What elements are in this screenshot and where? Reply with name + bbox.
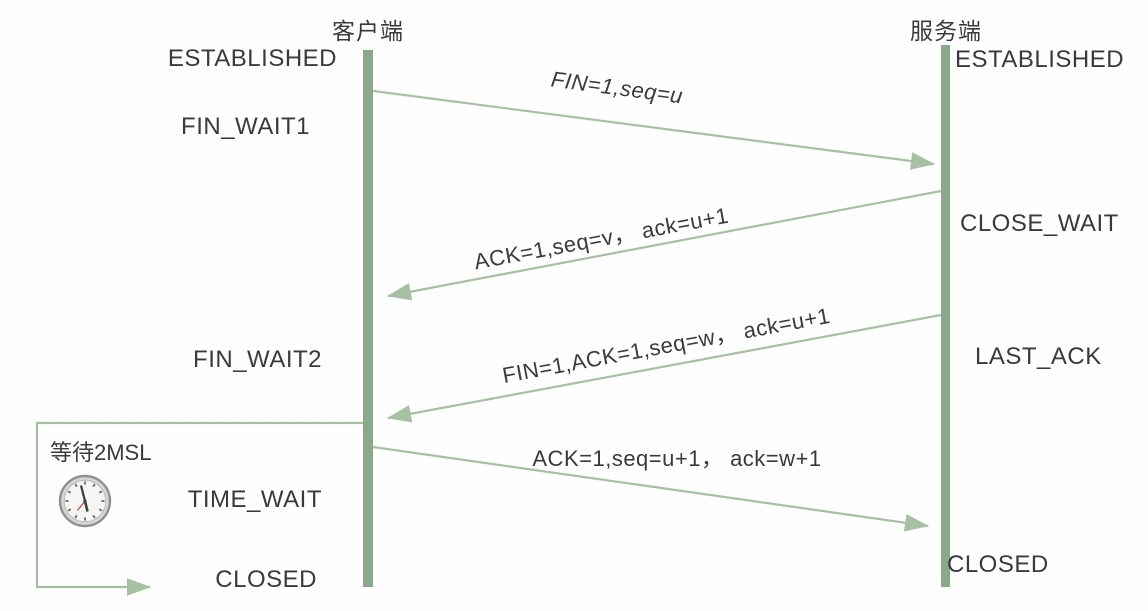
clock-second-hand xyxy=(76,500,86,511)
client-lifeline xyxy=(363,50,373,587)
final-ack-arrow xyxy=(372,445,930,532)
client-state-closed: CLOSED xyxy=(215,566,317,593)
fin-arrow xyxy=(372,89,936,170)
clock-minute-hand xyxy=(79,485,87,502)
ack-of-fin-arrow xyxy=(386,189,942,301)
wait-2msl-label: 等待2MSL xyxy=(50,440,152,465)
client-title: 客户端 xyxy=(332,18,404,44)
server-state-close-wait: CLOSE_WAIT xyxy=(960,210,1119,237)
clock-center-dot xyxy=(83,499,87,503)
clock-icon xyxy=(58,474,112,528)
server-state-closed: CLOSED xyxy=(947,551,1049,578)
clock-hour-hand xyxy=(83,500,89,512)
server-state-last-ack: LAST_ACK xyxy=(975,343,1102,370)
fin-ack-arrow xyxy=(386,313,942,423)
client-state-established: ESTABLISHED xyxy=(167,45,337,72)
server-title: 服务端 xyxy=(910,18,982,44)
wait-2msl-box-outline xyxy=(35,421,363,596)
client-state-fin-wait2: FIN_WAIT2 xyxy=(193,346,322,373)
client-state-fin-wait1: FIN_WAIT1 xyxy=(181,113,310,140)
server-state-established: ESTABLISHED xyxy=(955,46,1125,73)
message-final-ack: ACK=1,seq=u+1， ack=w+1 xyxy=(532,446,822,471)
server-lifeline xyxy=(941,45,950,587)
client-state-time-wait: TIME_WAIT xyxy=(187,486,322,513)
clock-ticks xyxy=(65,481,105,521)
